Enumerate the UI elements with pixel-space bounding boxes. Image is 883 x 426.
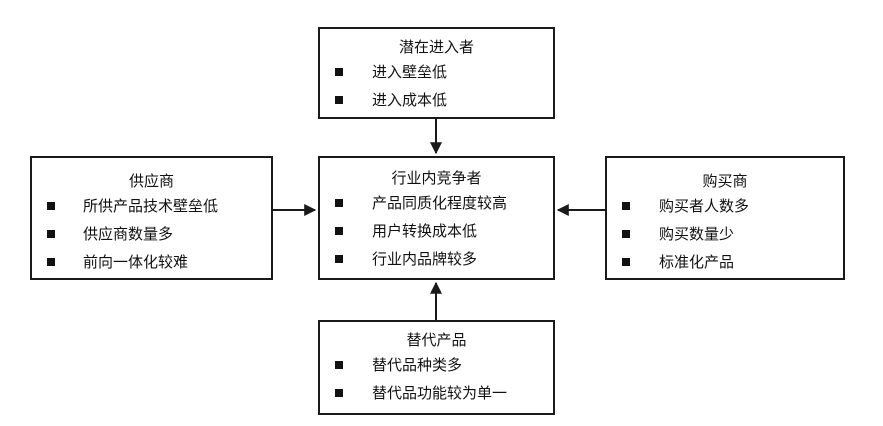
square-bullet-icon [622,202,630,210]
list-item: 供应商数量多 [32,220,271,248]
square-bullet-icon [47,202,55,210]
list-item: 购买者人数多 [607,192,843,220]
square-bullet-icon [335,227,343,235]
list-item: 所供产品技术壁垒低 [32,192,271,220]
potential-entrants-box: 潜在进入者 进入壁垒低 进入成本低 [318,27,555,119]
list-item: 标准化产品 [607,248,843,276]
list-item-text: 产品同质化程度较高 [372,194,508,212]
list-item-text: 前向一体化较难 [83,253,189,271]
potential-entrants-list: 进入壁垒低 进入成本低 [320,58,553,114]
square-bullet-icon [335,389,343,397]
buyers-title: 购买商 [702,172,748,190]
suppliers-box: 供应商 所供产品技术壁垒低 供应商数量多 前向一体化较难 [30,156,273,280]
suppliers-list: 所供产品技术壁垒低 供应商数量多 前向一体化较难 [32,192,271,276]
list-item-text: 供应商数量多 [83,225,174,243]
list-item: 进入壁垒低 [320,58,553,86]
list-item: 替代品种类多 [320,351,553,379]
list-item-text: 用户转换成本低 [372,222,478,240]
suppliers-title: 供应商 [128,172,174,190]
square-bullet-icon [622,258,630,266]
list-item-text: 替代品功能较为单一 [372,384,508,402]
list-item-text: 进入壁垒低 [372,63,448,81]
list-item: 进入成本低 [320,86,553,114]
list-item: 替代品功能较为单一 [320,379,553,407]
square-bullet-icon [335,255,343,263]
list-item: 购买数量少 [607,220,843,248]
potential-entrants-title: 潜在进入者 [398,38,474,56]
square-bullet-icon [335,361,343,369]
substitutes-list: 替代品种类多 替代品功能较为单一 [320,351,553,407]
list-item-text: 替代品种类多 [372,356,463,374]
list-item-text: 行业内品牌较多 [372,250,478,268]
list-item: 用户转换成本低 [320,217,553,245]
industry-competitors-list: 产品同质化程度较高 用户转换成本低 行业内品牌较多 [320,189,553,273]
industry-competitors-box: 行业内竞争者 产品同质化程度较高 用户转换成本低 行业内品牌较多 [318,156,555,280]
substitutes-box: 替代产品 替代品种类多 替代品功能较为单一 [318,320,555,415]
list-item: 产品同质化程度较高 [320,189,553,217]
square-bullet-icon [622,230,630,238]
square-bullet-icon [47,230,55,238]
list-item-text: 进入成本低 [372,91,448,109]
list-item-text: 购买者人数多 [659,197,750,215]
list-item-text: 所供产品技术壁垒低 [83,197,219,215]
list-item-text: 购买数量少 [659,225,735,243]
buyers-list: 购买者人数多 购买数量少 标准化产品 [607,192,843,276]
buyers-box: 购买商 购买者人数多 购买数量少 标准化产品 [605,156,845,280]
square-bullet-icon [335,199,343,207]
square-bullet-icon [335,96,343,104]
list-item: 行业内品牌较多 [320,245,553,273]
square-bullet-icon [335,68,343,76]
list-item-text: 标准化产品 [659,253,735,271]
list-item: 前向一体化较难 [32,248,271,276]
substitutes-title: 替代产品 [406,331,467,349]
industry-competitors-title: 行业内竞争者 [391,169,482,187]
square-bullet-icon [47,258,55,266]
